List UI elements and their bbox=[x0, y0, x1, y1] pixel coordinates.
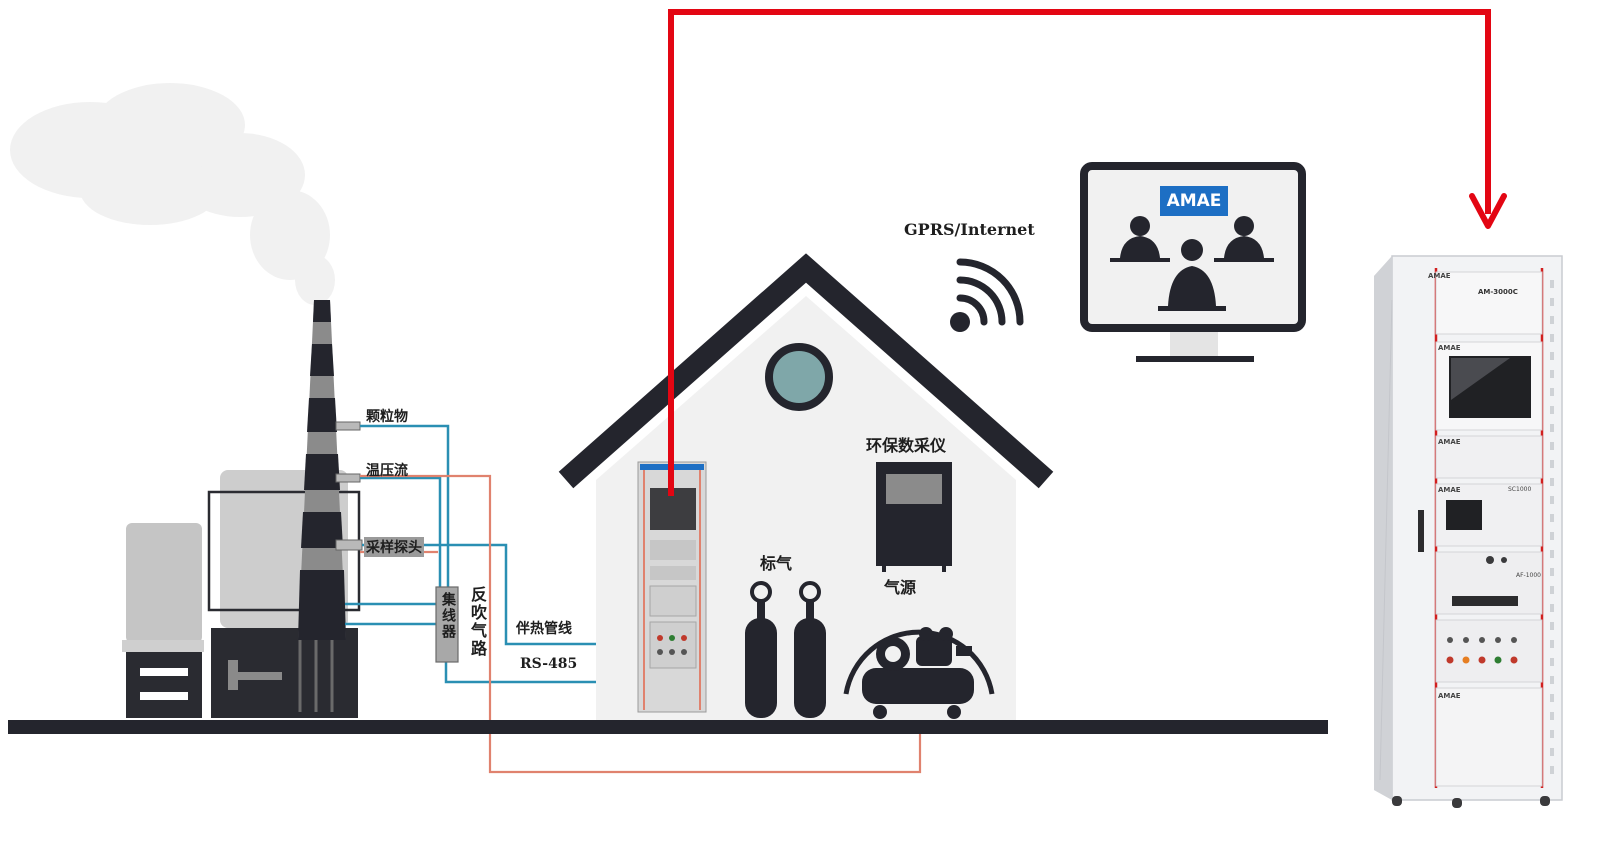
house-analyzer-cabinet bbox=[637, 461, 707, 713]
label-concentrator: 集线器 bbox=[440, 592, 456, 640]
label-rs485: RS-485 bbox=[520, 656, 578, 672]
cabinet-brand-top: AMAE bbox=[1428, 272, 1451, 280]
red-connection-arrow bbox=[668, 9, 1507, 496]
label-calibration-gas: 标气 bbox=[760, 554, 793, 573]
daq-unit bbox=[876, 462, 952, 572]
cabinet-brand-bottom: AMAE bbox=[1438, 692, 1461, 700]
cabinet-model: AM-3000C bbox=[1478, 288, 1518, 296]
cabinet-brand-screen: AMAE bbox=[1438, 344, 1461, 352]
wifi-signal-icon bbox=[950, 258, 1024, 332]
label-particulate: 颗粒物 bbox=[366, 409, 408, 425]
blue-signal-lines bbox=[345, 424, 632, 684]
cabinet-pump-code: AF-1000 bbox=[1516, 572, 1541, 579]
label-sampling-probe: 采样探头 bbox=[364, 537, 424, 557]
label-daq: 环保数采仪 bbox=[866, 436, 947, 455]
label-backblow-line: 反吹气路 bbox=[468, 586, 487, 658]
cabinet-module-code: SC1000 bbox=[1508, 486, 1532, 493]
ground-line bbox=[8, 720, 1328, 734]
gas-cylinder-icon bbox=[745, 581, 826, 718]
amae-logo-box bbox=[1160, 186, 1228, 216]
label-temp-pressure-flow: 温压流 bbox=[366, 463, 408, 479]
concentrator-box bbox=[435, 586, 459, 663]
air-compressor-icon bbox=[843, 627, 995, 719]
headset-operator-icon bbox=[1110, 216, 1274, 311]
chimney-stack bbox=[298, 300, 346, 640]
label-heated-line: 伴热管线 bbox=[516, 621, 572, 637]
factory-buildings bbox=[122, 470, 361, 718]
cabinet-brand-mid: AMAE bbox=[1438, 438, 1461, 446]
label-network: GPRS/Internet bbox=[904, 220, 1035, 239]
label-air-source: 气源 bbox=[884, 578, 917, 597]
cems-cabinet bbox=[1374, 255, 1563, 808]
smoke-cloud bbox=[10, 83, 335, 305]
cabinet-brand-module: AMAE bbox=[1438, 486, 1461, 494]
monitor-brand-text: AMAE bbox=[1166, 191, 1222, 211]
